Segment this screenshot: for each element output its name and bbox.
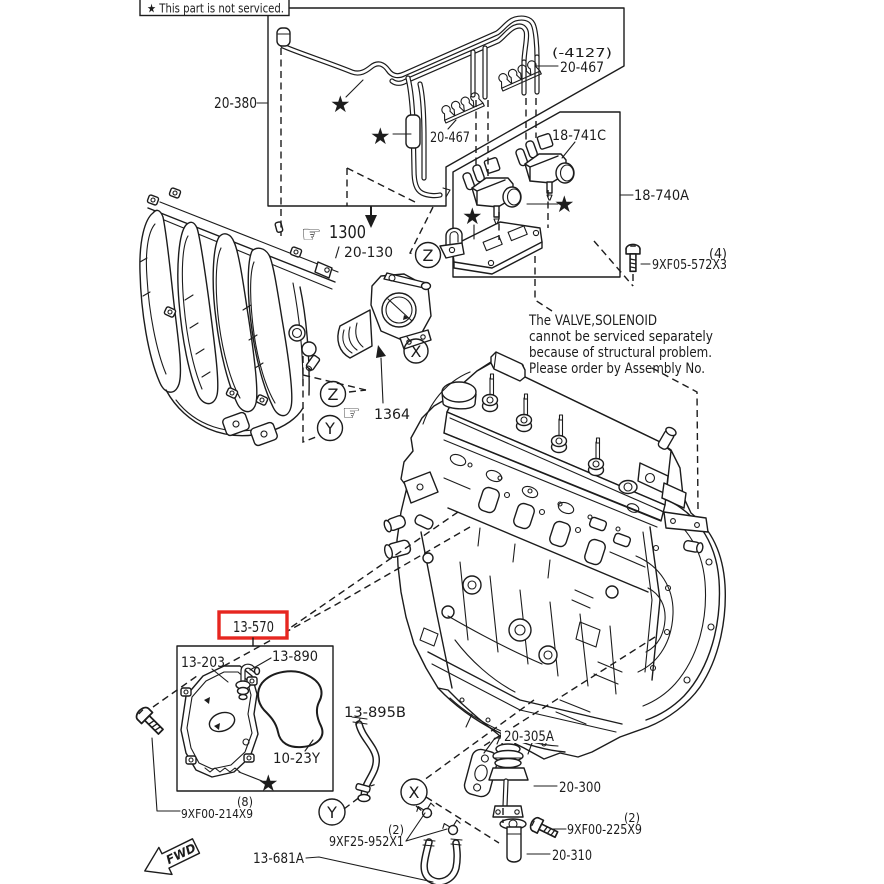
part-labels: 20-380 20-467 (-4127) 20-467 18-741C 18-…	[181, 45, 727, 867]
label-20-467-right[interactable]: 20-467	[560, 60, 604, 76]
solenoid-note: The VALVE,SOLENOID cannot be serviced se…	[528, 313, 713, 377]
label-underlays	[501, 729, 557, 743]
cover-boss	[490, 351, 526, 382]
star-1: ★	[330, 92, 351, 118]
bolt-9xf00-214	[133, 704, 168, 739]
label-20-300[interactable]: 20-300	[559, 780, 601, 796]
hose-joint-right	[498, 60, 542, 92]
hand-icons: ☞ ☞	[301, 222, 361, 425]
label-9xf00-225-qty: (2)	[624, 810, 640, 825]
label-20-130[interactable]: / 20-130	[335, 245, 393, 261]
label-9xf05[interactable]: 9XF05-572X3	[652, 257, 727, 273]
solenoid-valves-assembly	[439, 133, 575, 275]
view-circles: Z X Z Y Y X	[316, 241, 442, 826]
hose-end-cap	[276, 27, 291, 47]
label-13-570[interactable]: 13-570	[233, 618, 274, 636]
hose-joint-left	[441, 92, 485, 124]
svg-text:Z: Z	[328, 385, 339, 404]
locator-arrow-1364	[376, 345, 386, 404]
solenoid-note-line3: because of structural problem.	[529, 345, 712, 361]
u-hose	[420, 838, 463, 884]
view-z1[interactable]: Z	[414, 241, 442, 269]
label-9xf00-225[interactable]: 9XF00-225X9	[567, 823, 642, 838]
cover-fitting	[657, 426, 677, 450]
hose-clamp-2	[442, 819, 461, 836]
label-9xf25[interactable]: 9XF25-952X1	[329, 835, 404, 850]
star-3: ★	[462, 204, 483, 230]
top-note-box	[139, 0, 290, 17]
intake-ports	[478, 486, 606, 566]
label-20-305a[interactable]: 20-305A	[504, 729, 554, 745]
egr-pipe	[499, 818, 527, 863]
label-1364[interactable]: 1364	[374, 407, 410, 423]
pcv-gasket-outline	[257, 670, 324, 749]
highlight-box[interactable]	[217, 610, 289, 647]
solenoid-note-line1: The VALVE,SOLENOID	[528, 313, 657, 329]
label-20-310[interactable]: 20-310	[552, 848, 592, 864]
star-5: ★	[258, 771, 279, 797]
view-y1[interactable]: Y	[316, 414, 344, 442]
label-13-681a[interactable]: 13-681A	[253, 851, 304, 867]
label-20-380[interactable]: 20-380	[214, 94, 257, 112]
pcv-valve-part	[235, 663, 261, 701]
star-2: ★	[370, 124, 391, 150]
label-9xf25-qty: (2)	[388, 822, 404, 837]
hand-icon-1300: ☞	[301, 222, 322, 248]
pcv-box	[176, 645, 334, 792]
label-13-890[interactable]: 13-890	[272, 649, 318, 665]
label-13-203[interactable]: 13-203	[181, 655, 225, 671]
label-9xf00-214[interactable]: 9XF00-214X9	[181, 807, 253, 822]
hand-icon-1364: ☞	[342, 401, 361, 425]
star-4: ★	[554, 192, 575, 218]
view-x1[interactable]: X	[403, 338, 429, 364]
leader-lines	[151, 65, 651, 883]
svg-text:X: X	[411, 342, 422, 361]
solenoid-valve-right	[515, 133, 575, 201]
svg-text:Y: Y	[324, 419, 335, 438]
label-10-23y[interactable]: 10-23Y	[273, 751, 320, 767]
throttle-body-drawing	[337, 272, 432, 359]
dashed-leaders	[152, 48, 699, 844]
solenoid-note-line2: cannot be serviced separately	[529, 329, 713, 345]
svg-text:Y: Y	[326, 803, 337, 822]
cam-end-details	[637, 462, 687, 509]
hose-box	[267, 7, 625, 207]
label-9xf00-214-qty: (8)	[237, 794, 253, 809]
label-18-741c[interactable]: 18-741C	[552, 128, 606, 144]
pcv-parts	[180, 663, 324, 782]
throttle-link	[383, 272, 432, 291]
breather-hose	[351, 716, 380, 803]
view-z2[interactable]: Z	[319, 380, 347, 408]
top-note: ★ This part is not serviced.	[139, 0, 290, 17]
vacuum-hose-assembly	[276, 15, 542, 199]
spark-plug-bosses	[481, 373, 638, 495]
engine-casting-details	[447, 462, 672, 672]
solenoid-bracket	[439, 221, 543, 275]
view-y2[interactable]: Y	[318, 798, 346, 826]
engine-drawing	[383, 351, 726, 760]
label-13-895b[interactable]: 13-895B	[344, 705, 406, 721]
hose-sleeve	[405, 114, 421, 149]
label-18-740a[interactable]: 18-740A	[634, 188, 689, 204]
view-x2[interactable]: X	[400, 778, 428, 806]
top-note-text: ★ This part is not serviced.	[147, 2, 284, 16]
svg-text:Z: Z	[423, 246, 434, 265]
solenoid-valve-left	[462, 157, 522, 225]
fwd-arrow: FWD	[144, 838, 201, 876]
star-marks: ★ ★ ★ ★ ★	[258, 92, 575, 797]
label-20-467-left[interactable]: 20-467	[430, 130, 470, 146]
label-4127-range: (-4127)	[552, 45, 612, 60]
bolt-9xf05	[625, 243, 641, 273]
locator-arrow-1300	[365, 206, 377, 228]
manifold-bolt-tabs	[146, 187, 303, 406]
intake-manifold-drawing	[139, 187, 339, 447]
label-9xf05-qty: (4)	[709, 247, 727, 262]
solenoid-note-line4: Please order by Assembly No.	[529, 361, 705, 377]
svg-text:X: X	[409, 783, 420, 802]
label-1300[interactable]: 1300	[329, 223, 366, 243]
hose-clamp-1	[416, 802, 435, 819]
